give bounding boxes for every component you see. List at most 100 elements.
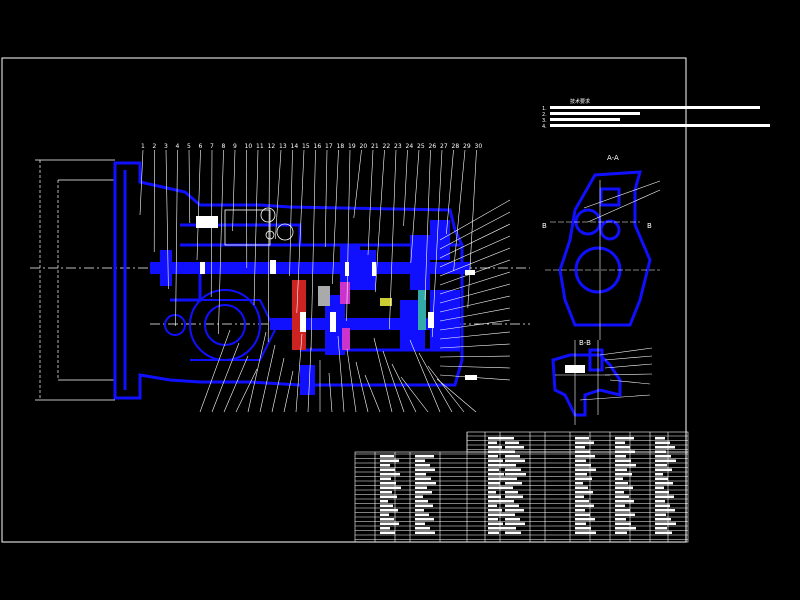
- leader-line: [424, 149, 431, 301]
- table-cell-text: [505, 455, 520, 458]
- leader-line: [253, 149, 259, 306]
- table-cell-text: [505, 486, 513, 489]
- part-balloon: 18: [337, 143, 345, 150]
- part-balloon: 16: [314, 143, 322, 150]
- table-cell-text: [655, 527, 667, 530]
- leader-line: [439, 247, 511, 277]
- part-balloon: 9: [233, 143, 237, 150]
- leader-line: [439, 365, 511, 369]
- leader-line: [436, 378, 477, 413]
- table-cell-text: [488, 437, 506, 440]
- table-cell-text: [655, 477, 668, 480]
- table-cell-text: [615, 473, 632, 476]
- leader-line: [235, 368, 258, 413]
- table-cell-text: [415, 522, 425, 525]
- table-cell-text: [505, 450, 515, 453]
- table-cell-text: [380, 531, 395, 534]
- table-cell-text: [655, 500, 665, 503]
- table-cell-text: [380, 522, 399, 525]
- table-cell-text: [415, 500, 428, 503]
- leader-line: [409, 339, 441, 413]
- table-cell-text: [575, 459, 586, 462]
- leader-line: [165, 149, 169, 290]
- table-cell-text: [415, 464, 430, 467]
- part-balloon: 2: [153, 143, 157, 150]
- table-cell-text: [615, 527, 636, 530]
- part-balloon: 3: [164, 143, 168, 150]
- table-cell-text: [615, 482, 628, 485]
- table-cell-text: [575, 450, 590, 453]
- leader-line: [439, 283, 511, 304]
- leader-line: [439, 331, 511, 340]
- table-cell-text: [380, 500, 388, 503]
- table-cell-text: [615, 513, 635, 516]
- leader-line: [374, 149, 385, 293]
- table-cell-text: [505, 522, 525, 525]
- table-cell-text: [575, 482, 583, 485]
- leader-line: [199, 329, 231, 413]
- leader-line: [218, 149, 224, 335]
- leader-line: [296, 149, 305, 314]
- table-cell-text: [505, 477, 517, 480]
- table-cell-text: [655, 518, 671, 521]
- leader-line: [453, 149, 466, 272]
- table-cell-text: [488, 518, 498, 521]
- table-cell-text: [505, 495, 523, 498]
- part-balloon: 6: [199, 143, 203, 150]
- leader-line: [410, 149, 420, 264]
- part-balloon: 27: [440, 143, 448, 150]
- table-cell-text: [415, 527, 430, 530]
- table-cell-text: [415, 455, 434, 458]
- table-cell-text: [505, 441, 519, 444]
- table-cell-text: [655, 522, 676, 525]
- part-balloon: 5: [187, 143, 191, 150]
- table-cell-text: [488, 527, 508, 530]
- table-cell-text: [380, 455, 394, 458]
- table-cell-text: [415, 473, 426, 476]
- table-cell-text: [505, 459, 525, 462]
- table-cell-text: [488, 486, 505, 489]
- requirement-item: 4.: [542, 124, 547, 130]
- cut-marker-b-right: B: [647, 222, 652, 230]
- table-cell-text: [488, 531, 499, 534]
- table-cell-text: [380, 491, 392, 494]
- table-cell-text: [615, 468, 627, 471]
- leader-line: [353, 149, 362, 219]
- leader-line: [324, 149, 328, 248]
- table-cell-text: [615, 491, 624, 494]
- table-cell-text: [575, 446, 585, 449]
- table-cell-text: [505, 464, 516, 467]
- table-cell-text: [380, 495, 397, 498]
- leader-line: [175, 149, 178, 327]
- leader-line: [439, 235, 511, 268]
- part-balloon: 29: [463, 143, 471, 150]
- table-cell-text: [615, 522, 631, 525]
- table-cell-text: [415, 513, 429, 516]
- leader-line: [400, 376, 429, 413]
- leader-line: [446, 149, 454, 235]
- table-cell-text: [655, 446, 675, 449]
- table-cell-text: [415, 459, 425, 462]
- part-balloon: 19: [348, 143, 356, 150]
- table-cell-text: [615, 477, 623, 480]
- table-cell-text: [575, 455, 595, 458]
- leader-line: [364, 374, 381, 413]
- part-balloon: 10: [245, 143, 253, 150]
- table-cell-text: [415, 504, 433, 507]
- table-cell-text: [575, 500, 589, 503]
- table-cell-text: [488, 513, 507, 516]
- drawing-frame: [1, 57, 687, 543]
- table-cell-text: [488, 441, 497, 444]
- part-balloon: 12: [268, 143, 276, 150]
- table-cell-text: [488, 446, 502, 449]
- table-cell-text: [575, 468, 596, 471]
- leader-line: [283, 370, 294, 413]
- main-section-view: [30, 159, 530, 401]
- table-cell-text: [488, 500, 506, 503]
- section-aa-label: A-A: [607, 154, 619, 162]
- table-cell-text: [380, 504, 393, 507]
- leader-line: [332, 149, 339, 285]
- leader-line: [439, 295, 511, 313]
- leader-line: [211, 342, 240, 413]
- leader-line: [223, 355, 249, 413]
